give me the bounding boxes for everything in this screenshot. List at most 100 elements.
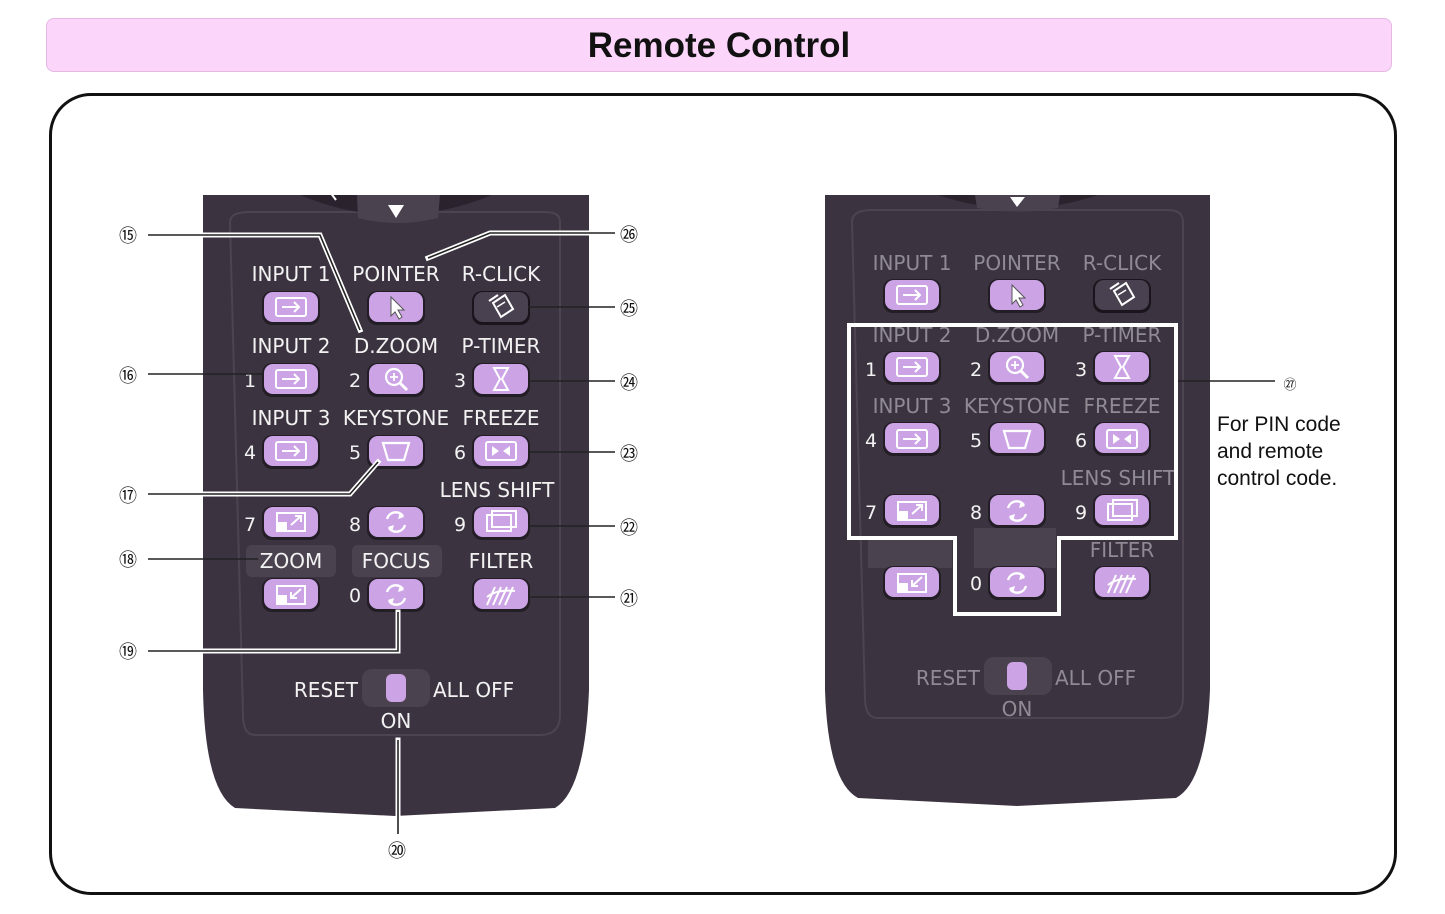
left-r-click-button[interactable]	[472, 291, 530, 325]
right-3-button[interactable]	[1093, 351, 1151, 385]
right-remote: INPUT 1 POINTER R-CLICK INPUT 2 D.ZOOM P…	[825, 195, 1210, 806]
num-2: 2	[349, 370, 361, 392]
left-freeze-button[interactable]	[472, 435, 530, 469]
r-label-pointer: POINTER	[973, 251, 1061, 275]
right-filter-button[interactable]	[1093, 566, 1151, 600]
right-zoom-out-button[interactable]	[883, 566, 941, 600]
note-line-1: For PIN code	[1217, 413, 1341, 436]
r-num-1: 1	[865, 359, 877, 381]
leader-line-26	[427, 232, 615, 259]
left-zoom-out-button[interactable]	[262, 578, 320, 612]
left-input-1-button[interactable]	[262, 291, 320, 325]
right-r-click-button[interactable]	[1093, 279, 1151, 313]
callout-26: ㉖	[620, 225, 638, 246]
callout-25: ㉕	[620, 299, 638, 320]
r-switch-on-label: ON	[1002, 697, 1033, 721]
r-num-4: 4	[865, 430, 877, 452]
r-label-keystone: KEYSTONE	[964, 394, 1070, 418]
left-keystone-button[interactable]	[367, 435, 425, 469]
r-num-0: 0	[970, 573, 982, 595]
right-9-button[interactable]	[1093, 494, 1151, 528]
header-banner: Remote Control	[46, 18, 1392, 72]
label-focus-front: FOCUS	[362, 549, 431, 573]
down-arrow-icon	[1010, 197, 1025, 207]
callout-19: ⑲	[119, 642, 137, 663]
switch-on-label: ON	[381, 709, 412, 733]
num-4: 4	[244, 442, 256, 464]
label-lens-shift: LENS SHIFT	[440, 478, 556, 502]
content-frame	[49, 93, 1397, 895]
right-power-switch[interactable]	[984, 657, 1052, 695]
right-0-button[interactable]	[988, 566, 1046, 600]
left-remote: INPUT 1 POINTER R-CLICK INPUT 2 D.ZOOM P…	[203, 191, 589, 816]
note-line-2: and remote	[1217, 440, 1323, 463]
callout-27: ㉗	[1283, 378, 1296, 393]
callout-18: ⑱	[119, 550, 137, 571]
r-label-input-3: INPUT 3	[873, 394, 952, 418]
num-7: 7	[244, 514, 256, 536]
switch-reset-label: RESET	[294, 678, 359, 702]
callout-17: ⑰	[119, 486, 137, 507]
callout-20: ⑳	[388, 841, 406, 862]
right-1-button[interactable]	[883, 351, 941, 385]
left-input-2-button[interactable]	[262, 363, 320, 397]
r-num-5: 5	[970, 430, 982, 452]
right-4-button[interactable]	[883, 422, 941, 456]
label-input-3: INPUT 3	[252, 406, 331, 430]
right-6-button[interactable]	[1093, 422, 1151, 456]
note-line-3: control code.	[1217, 467, 1337, 490]
label-input-2: INPUT 2	[252, 334, 331, 358]
leader-line-15	[148, 234, 361, 331]
label-input-1: INPUT 1	[252, 262, 331, 286]
right-2-button[interactable]	[988, 351, 1046, 385]
page-title: Remote Control	[587, 26, 851, 65]
r-switch-all-off-label: ALL OFF	[1055, 666, 1136, 690]
num-0: 0	[349, 585, 361, 607]
down-arrow-icon	[388, 205, 404, 218]
label-filter: FILTER	[469, 549, 534, 573]
r-label-freeze: FREEZE	[1083, 394, 1160, 418]
r-label-filter: FILTER	[1090, 538, 1155, 562]
num-1: 1	[244, 370, 256, 392]
right-pointer-button[interactable]	[988, 279, 1046, 313]
left-power-switch[interactable]	[362, 669, 430, 707]
right-input-1-button[interactable]	[883, 279, 941, 313]
leader-line-19	[148, 612, 399, 652]
r-label-input-1: INPUT 1	[873, 251, 952, 275]
label-freeze: FREEZE	[462, 406, 539, 430]
left-focus-down-button[interactable]	[367, 578, 425, 612]
left-input-3-button[interactable]	[262, 435, 320, 469]
num-6: 6	[454, 442, 466, 464]
r-num-9: 9	[1075, 502, 1087, 524]
number-keys-highlight	[847, 323, 1178, 616]
left-filter-button[interactable]	[472, 578, 530, 612]
label-keystone: KEYSTONE	[343, 406, 449, 430]
switch-all-off-label: ALL OFF	[433, 678, 514, 702]
label-p-timer: P-TIMER	[462, 334, 541, 358]
right-5-button[interactable]	[988, 422, 1046, 456]
r-num-2: 2	[970, 359, 982, 381]
r-label-lens-shift: LENS SHIFT	[1061, 466, 1177, 490]
num-9: 9	[454, 514, 466, 536]
callout-22: ㉒	[620, 518, 638, 539]
r-label-r-click: R-CLICK	[1083, 251, 1162, 275]
callout-16: ⑯	[119, 366, 137, 387]
callout-15: ⑮	[119, 226, 137, 247]
label-pointer: POINTER	[352, 262, 440, 286]
r-num-6: 6	[1075, 430, 1087, 452]
right-7-button[interactable]	[883, 494, 941, 528]
callout-21: ㉑	[620, 589, 638, 610]
left-pointer-button[interactable]	[367, 291, 425, 325]
r-num-8: 8	[970, 502, 982, 524]
left-zoom-in-button[interactable]	[262, 506, 320, 540]
left-p-timer-button[interactable]	[472, 363, 530, 397]
callout-24: ㉔	[620, 373, 638, 394]
right-8-button[interactable]	[988, 494, 1046, 528]
left-d-zoom-button[interactable]	[367, 363, 425, 397]
num-3: 3	[454, 370, 466, 392]
left-focus-up-button[interactable]	[367, 506, 425, 540]
left-lens-shift-button[interactable]	[472, 506, 530, 540]
label-zoom-front: ZOOM	[260, 549, 322, 573]
r-num-7: 7	[865, 502, 877, 524]
